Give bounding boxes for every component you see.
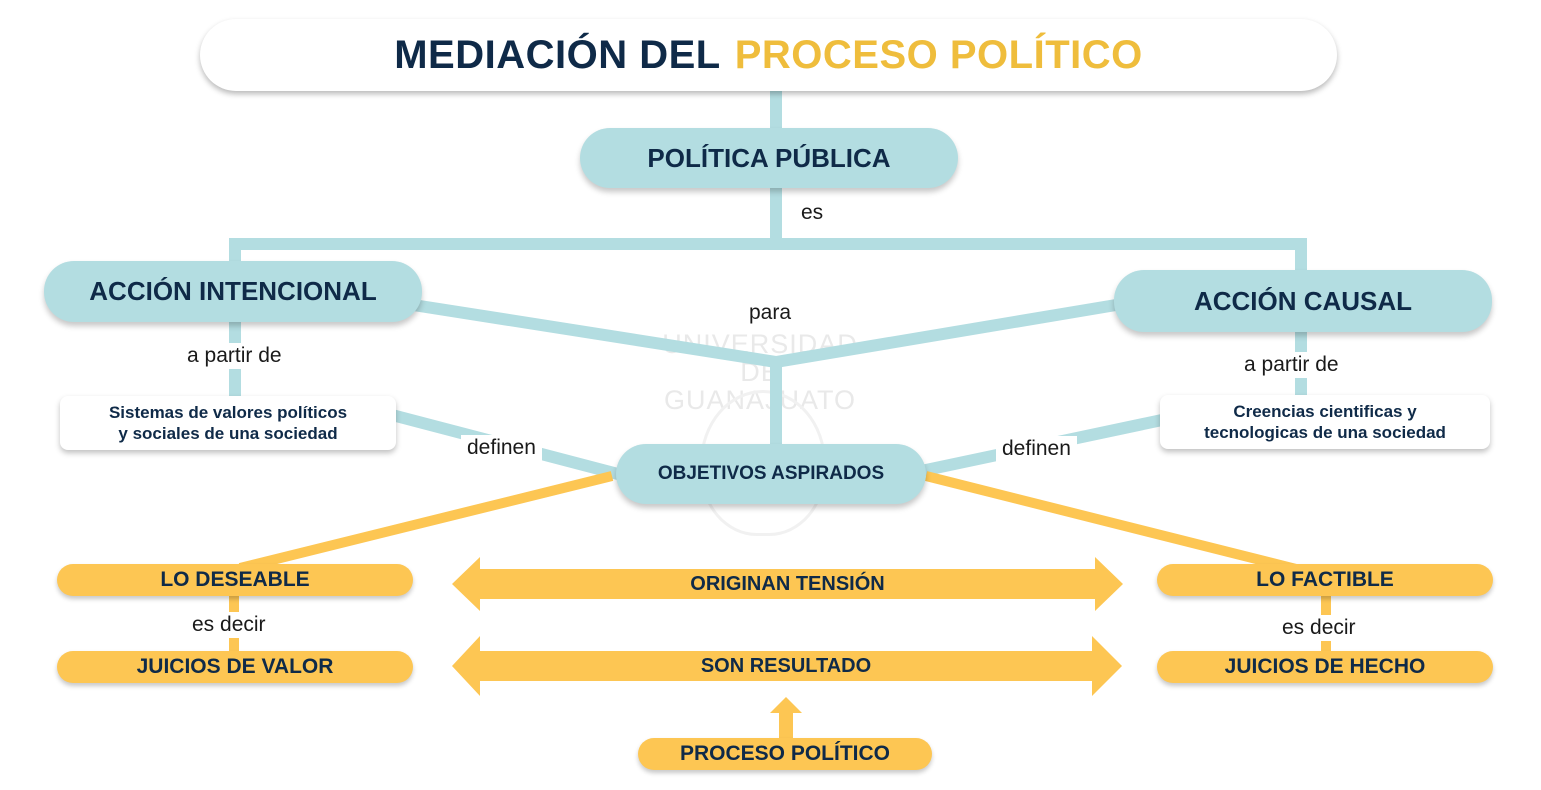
connector-causal-para [769,298,1123,369]
title-part-2: PROCESO POLÍTICO [734,32,1143,77]
sistemas-line-2: y sociales de una sociedad [118,424,338,443]
double-arrow-originan [452,557,1123,611]
link-label-definen-right: definen [996,436,1077,462]
node-accion-intencional: ACCIÓN INTENCIONAL [44,261,422,322]
sistemas-line-1: Sistemas de valores políticos [108,403,348,422]
connector-intencional-para [413,299,783,369]
node-sistemas-valores: Sistemas de valores políticos y sociales… [60,396,396,450]
creencias-line-2: tecnologicas de una sociedad [1204,423,1446,442]
node-proceso-politico: PROCESO POLÍTICO [638,738,932,770]
link-label-es: es [795,200,830,226]
diagram-title: MEDIACIÓN DEL PROCESO POLÍTICO [200,19,1337,91]
double-arrow-resultado [452,636,1122,696]
node-objetivos-aspirados: OBJETIVOS ASPIRADOS [616,444,926,504]
link-label-a-partir-de-left: a partir de [181,343,288,369]
arrow-label-resultado: SON RESULTADO [700,655,872,677]
node-creencias: Creencias cientificas y tecnologicas de … [1160,395,1490,449]
link-label-definen-left: definen [461,435,542,461]
node-juicios-hecho: JUICIOS DE HECHO [1157,651,1493,683]
link-label-para: para [743,300,798,326]
node-juicios-valor: JUICIOS DE VALOR [57,651,413,683]
title-part-1: MEDIACIÓN DEL [394,32,721,77]
link-label-es-decir-right: es decir [1276,615,1362,641]
node-lo-factible: LO FACTIBLE [1157,564,1493,596]
node-lo-deseable: LO DESEABLE [57,564,413,596]
node-politica-publica: POLÍTICA PÚBLICA [580,128,958,188]
link-label-a-partir-de-right: a partir de [1238,352,1345,378]
up-arrow-proceso [770,697,802,740]
node-accion-causal: ACCIÓN CAUSAL [1114,270,1492,332]
connector-objetivos-factible [924,471,1302,575]
creencias-line-1: Creencias cientificas y [1233,402,1417,421]
arrow-label-originan: ORIGINAN TENSIÓN [690,573,885,595]
link-label-es-decir-left: es decir [186,612,272,638]
connector-objetivos-deseable [238,471,614,573]
